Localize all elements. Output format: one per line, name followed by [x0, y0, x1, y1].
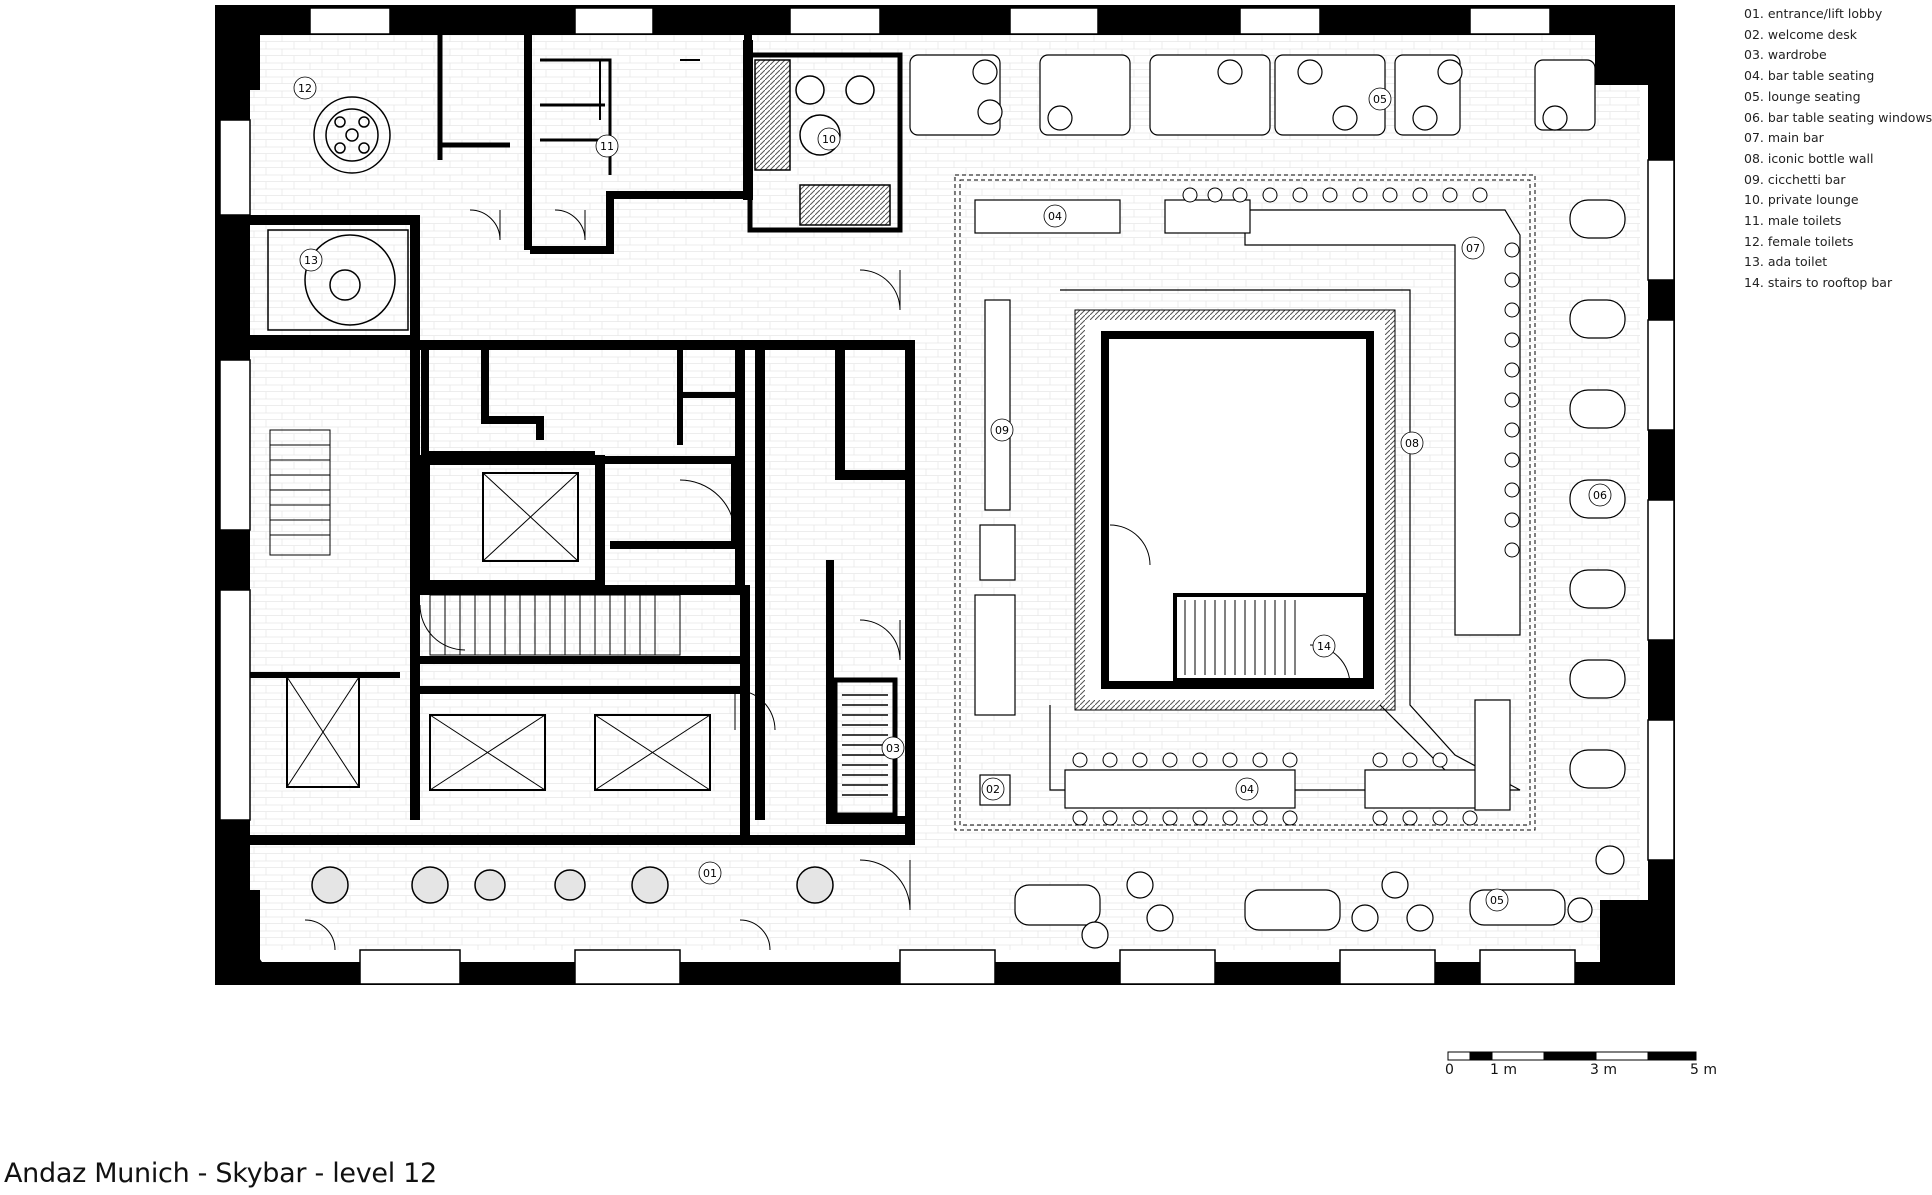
svg-text:02: 02: [986, 783, 1000, 796]
central-block: [1074, 309, 1396, 711]
elevators: [286, 464, 1136, 791]
bar-stools: [1072, 187, 1520, 826]
legend-item: 11. male toilets: [1744, 213, 1842, 229]
svg-text:07: 07: [1466, 242, 1480, 255]
tag-09: 09: [990, 418, 1014, 442]
scale-label: 0: [1445, 1062, 1454, 1078]
tag-13: 13: [299, 248, 323, 272]
private-lounge: [747, 52, 903, 233]
legend-item: 06. bar table seating windows: [1744, 109, 1932, 125]
svg-text:11: 11: [600, 140, 614, 153]
tag-08: 08: [1400, 431, 1424, 455]
svg-text:06: 06: [1593, 489, 1607, 502]
scale-label: 5 m: [1690, 1062, 1717, 1078]
tag-10: 10: [817, 127, 841, 151]
doors: [304, 209, 1351, 951]
tag-14: 14: [1312, 634, 1336, 658]
tag-01: 01: [698, 861, 722, 885]
side-windows: [219, 119, 1675, 861]
legend-item: 03. wardrobe: [1744, 47, 1827, 63]
tag-12: 12: [293, 76, 317, 100]
ada-toilet-fixture: [267, 229, 409, 331]
svg-text:14: 14: [1317, 640, 1331, 653]
tag-03: 03: [881, 736, 905, 760]
legend-item: 10. private lounge: [1744, 192, 1859, 208]
svg-text:03: 03: [886, 742, 900, 755]
tag-05b: 05: [1485, 888, 1509, 912]
svg-text:05: 05: [1490, 894, 1504, 907]
legend-item: 09. cicchetti bar: [1744, 171, 1846, 187]
svg-text:04: 04: [1240, 783, 1254, 796]
tag-07: 07: [1461, 236, 1485, 260]
tag-06: 06: [1588, 483, 1612, 507]
svg-text:01: 01: [703, 867, 717, 880]
tag-02: 02: [981, 777, 1005, 801]
window-bar-tables: [1569, 199, 1626, 789]
svg-text:10: 10: [822, 133, 836, 146]
legend: 01. entrance/lift lobby 02. welcome desk…: [1744, 4, 1932, 294]
legend-item: 07. main bar: [1744, 130, 1824, 146]
drawing-title: Andaz Munich - Skybar - level 12: [4, 1158, 437, 1189]
legend-item: 05. lounge seating: [1744, 88, 1861, 104]
svg-text:09: 09: [995, 424, 1009, 437]
floor-area: [220, 30, 1640, 950]
svg-text:12: 12: [298, 82, 312, 95]
scale-label: 1 m: [1490, 1062, 1517, 1078]
scale-label: 3 m: [1590, 1062, 1617, 1078]
top-windows: [309, 7, 1551, 35]
tag-05a: 05: [1368, 87, 1392, 111]
legend-item: 12. female toilets: [1744, 233, 1854, 249]
svg-text:04: 04: [1048, 210, 1062, 223]
lounge-seating-top: [909, 54, 1596, 136]
svg-text:05: 05: [1373, 93, 1387, 106]
legend-item: 08. iconic bottle wall: [1744, 150, 1874, 166]
female-toilet-fixture: [313, 96, 391, 174]
lobby-lights: [311, 866, 834, 904]
exterior-walls: [215, 5, 1675, 985]
svg-text:08: 08: [1405, 437, 1419, 450]
svg-text:13: 13: [304, 254, 318, 267]
legend-item: 01. entrance/lift lobby: [1744, 6, 1883, 21]
legend-item: 02. welcome desk: [1744, 26, 1857, 42]
main-bar: [1049, 209, 1521, 791]
tag-11: 11: [595, 134, 619, 158]
lounge-seating-bottom: [1014, 845, 1625, 949]
tag-04b: 04: [1235, 777, 1259, 801]
room-tags: 01 02 03 04 04 05 05 06 07 08 09 10 11 1…: [293, 76, 1612, 912]
legend-item: 04. bar table seating: [1744, 68, 1875, 84]
bottom-windows: [359, 949, 1576, 985]
bar-zone-outline: [954, 174, 1536, 831]
legend-item: 13. ada toilet: [1744, 254, 1828, 270]
main-stair: [269, 429, 681, 656]
scale-bar: [1447, 1051, 1697, 1061]
tag-04a: 04: [1043, 204, 1067, 228]
legend-item: 14. stairs to rooftop bar: [1744, 275, 1893, 291]
